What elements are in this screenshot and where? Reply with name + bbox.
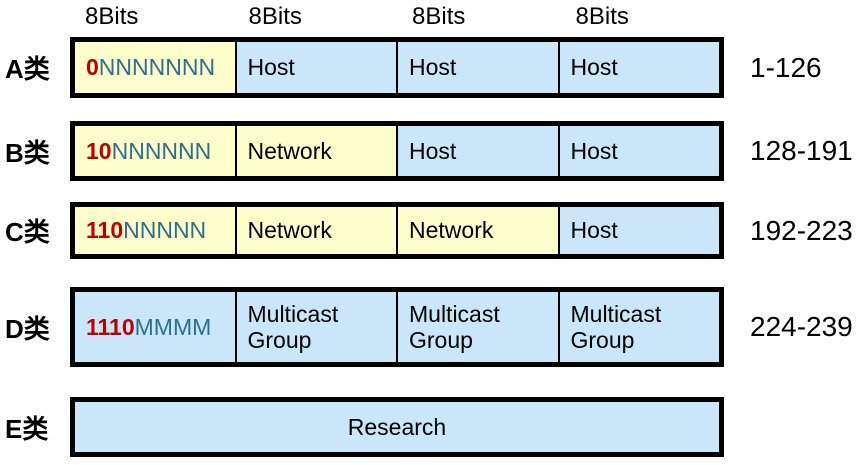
bits-label-octet-4: 8Bits [575, 3, 629, 30]
octet-cell: Network [236, 126, 398, 176]
bit-prefix: 10 [86, 137, 112, 164]
octet-cell: Host [398, 126, 560, 176]
bit-letters: NNNNNN [111, 137, 212, 164]
class-a-range-label: 1-126 [750, 51, 822, 83]
class-d-range-label: 224-239 [750, 311, 853, 342]
octet-cell: Host [559, 42, 719, 93]
octet-cell: Host [559, 207, 719, 254]
class-c-range-label: 192-223 [750, 214, 853, 246]
bit-letters: MMMM [134, 313, 212, 340]
class-b-range-label: 128-191 [750, 135, 853, 166]
octet-cell: Multicast Group [559, 292, 719, 362]
bit-prefix: 110 [86, 217, 124, 244]
octet-cell: Network [236, 207, 398, 254]
bit-prefix: 0 [86, 54, 99, 81]
bit-letters: NNNNNNN [98, 54, 216, 81]
class-e-row: E类 Research [0, 397, 864, 457]
octet-cell: Multicast Group [236, 292, 398, 362]
octet-cell: Host [236, 42, 398, 93]
octet-cell: Multicast Group [398, 292, 560, 362]
class-b-label: B类 [5, 137, 50, 168]
octet-cell: Network [398, 207, 560, 254]
bits-header-row: 8Bits 8Bits 8Bits 8Bits [75, 0, 864, 31]
class-e-label: E类 [5, 413, 49, 444]
bits-label-octet-2: 8Bits [248, 3, 302, 30]
class-c-label: C类 [5, 217, 50, 247]
class-a-label: A类 [5, 54, 50, 84]
octet-cell: Host [398, 42, 560, 93]
octet-cell: Host [559, 126, 719, 176]
bit-letters: NNNNN [123, 217, 207, 244]
class-e-octet-box: Research [70, 397, 724, 457]
class-d-label: D类 [5, 313, 50, 344]
bit-prefix: 1110 [86, 313, 135, 340]
bits-label-octet-1: 8Bits [85, 3, 139, 30]
octet-cell: Research [75, 402, 719, 452]
bits-label-octet-3: 8Bits [412, 3, 466, 30]
